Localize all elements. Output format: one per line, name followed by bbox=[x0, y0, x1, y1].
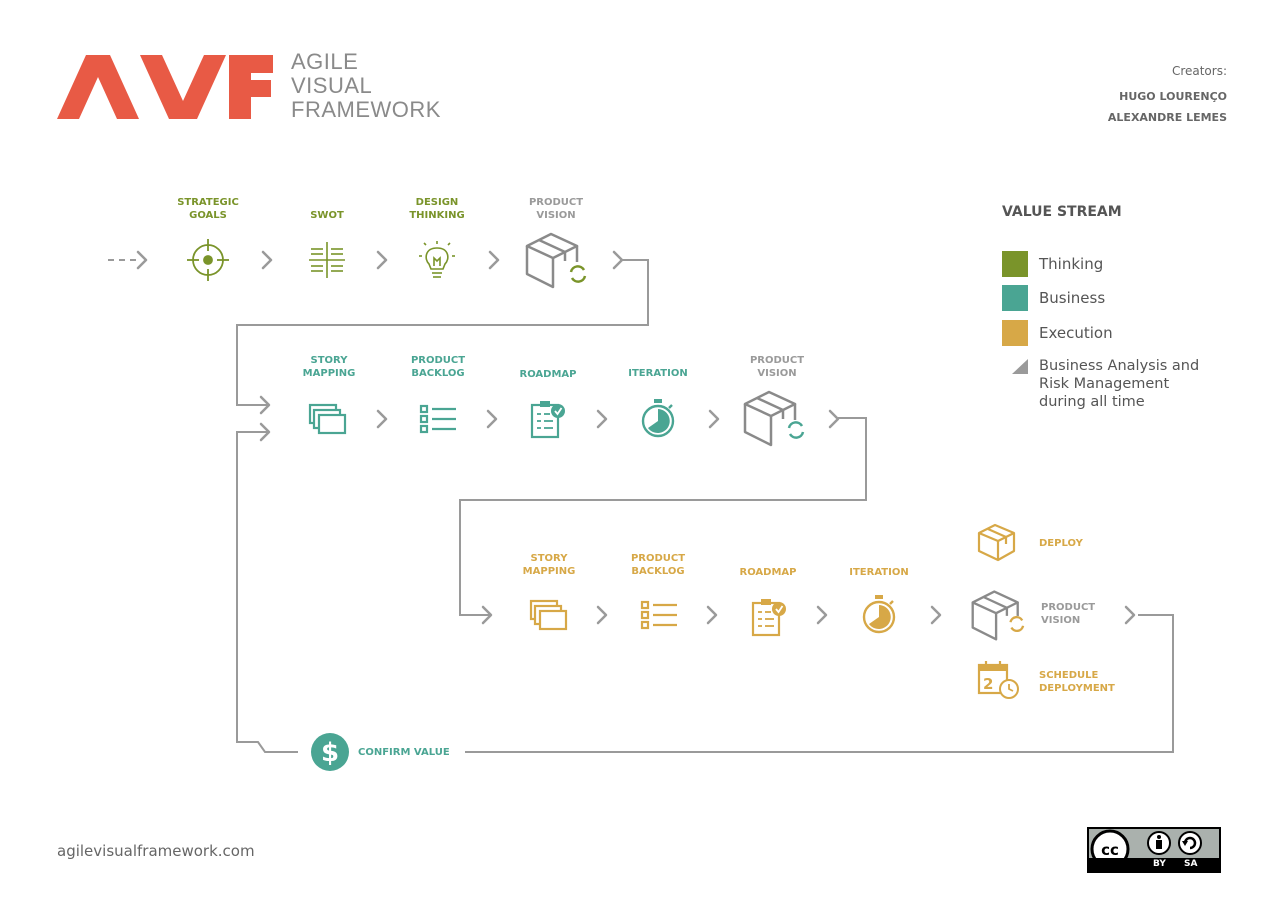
step-label-schedule-deployment: SCHEDULE DEPLOYMENT bbox=[1039, 670, 1115, 694]
step-label-product-backlog: PRODUCT BACKLOG bbox=[410, 355, 466, 379]
step-label-deploy: DEPLOY bbox=[1039, 538, 1083, 549]
creator-name: ALEXANDRE LEMES bbox=[1107, 111, 1227, 124]
wordmark-line: AGILE bbox=[291, 49, 359, 74]
svg-text:cc: cc bbox=[1101, 841, 1119, 859]
step-label-story-mapping: STORY MAPPING bbox=[302, 355, 356, 379]
legend-label: Execution bbox=[1039, 324, 1113, 342]
calendar-clock-icon: 2 bbox=[977, 661, 1019, 699]
step-label-product-vision: PRODUCT VISION bbox=[749, 355, 805, 379]
deploy-box-icon bbox=[977, 523, 1016, 562]
stacked-cards-icon bbox=[308, 403, 347, 435]
confirm-value-label: CONFIRM VALUE bbox=[358, 747, 450, 758]
step-label-roadmap: ROADMAP bbox=[739, 567, 797, 578]
flow-chevrons bbox=[136, 250, 1136, 625]
legend-item-thinking: Thinking bbox=[1002, 251, 1103, 277]
cc-bar bbox=[1089, 858, 1219, 871]
dollar-icon: $ bbox=[311, 733, 349, 771]
product-box-icon bbox=[743, 390, 805, 447]
step-label-product-vision: PRODUCT VISION bbox=[1041, 602, 1096, 626]
legend-item-business: Business bbox=[1002, 285, 1105, 311]
target-icon bbox=[187, 239, 229, 281]
legend-note: Business Analysis and Risk Management du… bbox=[1039, 358, 1200, 410]
legend-swatch bbox=[1002, 320, 1028, 346]
step-label-iteration: ITERATION bbox=[849, 567, 909, 578]
svg-text:$: $ bbox=[321, 738, 339, 768]
creators-block: Creators: HUGO LOURENÇO ALEXANDRE LEMES bbox=[1108, 64, 1227, 128]
creators-label: Creators: bbox=[1171, 64, 1227, 78]
cc-license-badge[interactable]: cc BY SA bbox=[1087, 827, 1221, 873]
stopwatch-icon bbox=[862, 595, 896, 634]
brand-wordmark: AGILE VISUAL FRAMEWORK bbox=[291, 50, 441, 122]
svg-text:2: 2 bbox=[983, 675, 993, 693]
list-icon bbox=[640, 600, 677, 630]
triangle-marker-icon bbox=[1012, 359, 1028, 374]
stopwatch-icon bbox=[641, 399, 675, 438]
swot-grid-icon bbox=[309, 242, 345, 278]
cc-sa-label: SA bbox=[1184, 859, 1198, 869]
legend-label: Thinking bbox=[1039, 255, 1104, 273]
stacked-cards-icon bbox=[529, 599, 568, 631]
product-box-icon bbox=[971, 590, 1025, 641]
legend-title: VALUE STREAM bbox=[1002, 204, 1122, 220]
flow-connectors bbox=[108, 259, 1174, 753]
list-icon bbox=[419, 404, 456, 434]
avf-logo bbox=[57, 55, 273, 119]
cc-by-label: BY bbox=[1153, 859, 1166, 869]
step-label-strategic-goals: STRATEGIC GOALS bbox=[177, 197, 239, 221]
legend-label: Business bbox=[1039, 289, 1106, 307]
legend-swatch bbox=[1002, 285, 1028, 311]
step-label-product-backlog: PRODUCT BACKLOG bbox=[630, 553, 686, 577]
lightbulb-icon bbox=[419, 241, 455, 278]
step-label-iteration: ITERATION bbox=[628, 368, 688, 379]
website-link[interactable]: agilevisualframework.com bbox=[57, 842, 255, 860]
clipboard-check-icon bbox=[530, 401, 565, 439]
wordmark-line: VISUAL bbox=[291, 73, 373, 98]
step-label-swot: SWOT bbox=[310, 210, 344, 221]
wordmark-line: FRAMEWORK bbox=[291, 97, 441, 122]
step-label-story-mapping: STORY MAPPING bbox=[522, 553, 576, 577]
product-box-icon bbox=[525, 232, 587, 289]
step-label-roadmap: ROADMAP bbox=[519, 369, 577, 380]
creator-name: HUGO LOURENÇO bbox=[1119, 90, 1227, 103]
step-label-design-thinking: DESIGN THINKING bbox=[409, 197, 465, 221]
legend-item-execution: Execution bbox=[1002, 320, 1113, 346]
step-label-product-vision: PRODUCT VISION bbox=[528, 197, 584, 221]
clipboard-check-icon bbox=[751, 599, 786, 637]
legend-swatch bbox=[1002, 251, 1028, 277]
